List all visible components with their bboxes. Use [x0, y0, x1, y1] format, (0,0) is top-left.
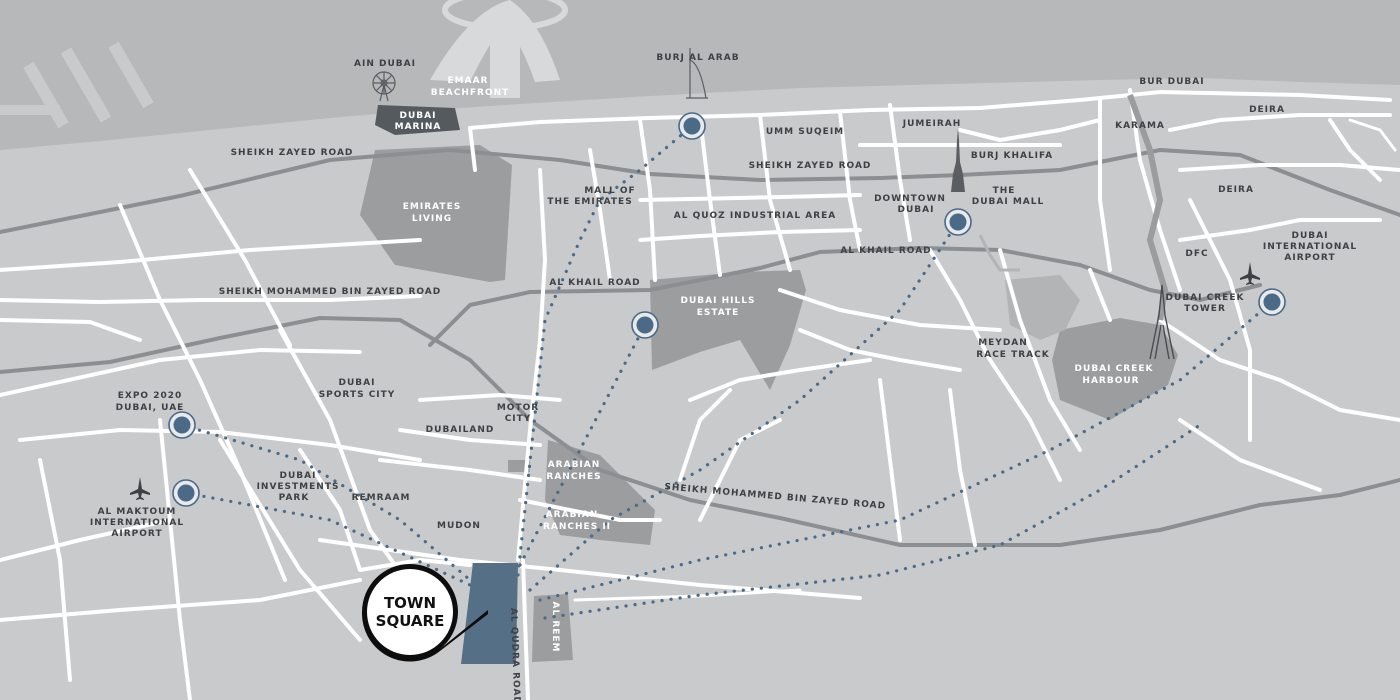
label-al-khail-road: AL KHAIL ROAD [840, 246, 931, 256]
label-dubai-creek-harbour: DUBAI CREEK [1075, 364, 1154, 374]
label-dubai-creek-tower: TOWER [1184, 304, 1226, 314]
label-dubai-international-airport: DUBAI [1292, 231, 1329, 241]
port-piers [0, 41, 154, 129]
highway-smbz-road [0, 316, 1400, 547]
place-labels: AIN DUBAI EMAAR BEACHFRONT DUBAI MARINA … [90, 53, 1357, 653]
label-dubai-international-airport: AIRPORT [1284, 253, 1335, 263]
label-al-khail-road: AL KHAIL ROAD [549, 278, 640, 288]
label-remraam: REMRAAM [352, 493, 411, 503]
label-the-dubai-mall: THE [993, 186, 1016, 196]
label-dubai-sports-city: DUBAI [339, 378, 376, 388]
label-dubai-international-airport: INTERNATIONAL [1263, 242, 1357, 252]
label-meydan-race-track: RACE TRACK [976, 350, 1049, 360]
road-al-qudra [521, 558, 530, 700]
town-square-plot [461, 563, 518, 664]
meydan-lake [1005, 275, 1080, 340]
district-emirates-living [360, 145, 512, 282]
label-expo-2020: DUBAI, UAE [116, 403, 185, 413]
label-downtown-dubai: DOWNTOWN [874, 194, 946, 204]
creek-canal [978, 234, 1020, 272]
label-dubai-hills-estate: DUBAI HILLS [681, 296, 756, 306]
label-emirates-living: LIVING [412, 214, 452, 224]
label-burj-khalifa: BURJ KHALIFA [971, 151, 1053, 161]
label-dubai-creek-harbour: HARBOUR [1082, 376, 1139, 386]
label-meydan-race-track: MEYDAN [978, 338, 1028, 348]
road-network [0, 88, 1400, 700]
label-jumeirah: JUMEIRAH [902, 119, 962, 129]
label-al-qudra-road: AL QUDRA ROAD [508, 608, 521, 700]
label-motor-city: MOTOR [497, 403, 539, 413]
highway-al-khail-road [428, 246, 1262, 347]
district-dubai-marina [375, 105, 460, 135]
label-al-maktoum-airport: INTERNATIONAL [90, 518, 184, 528]
label-dubai-hills-estate: ESTATE [697, 308, 740, 318]
label-motor-city: CITY [505, 414, 532, 424]
label-bur-dubai: BUR DUBAI [1139, 77, 1204, 87]
label-dubai-marina: MARINA [395, 122, 442, 132]
highway-sheikh-zayed-road [0, 148, 1400, 234]
label-mudon: MUDON [437, 521, 481, 531]
label-burj-al-arab: BURJ AL ARAB [656, 53, 739, 63]
label-arabian-ranches-ii: ARABIAN [546, 510, 599, 520]
district-dubai-hills-estate [650, 270, 806, 390]
label-mall-of-the-emirates: MALL OF [584, 186, 635, 196]
label-dubai-investments-park: PARK [279, 493, 310, 503]
logo-line-2: SQUARE [376, 612, 445, 630]
label-emirates-living: EMIRATES [403, 202, 461, 212]
label-dubai-investments-park: DUBAI [280, 471, 317, 481]
label-al-maktoum-airport: AL MAKTOUM [98, 507, 177, 517]
label-ain-dubai: AIN DUBAI [354, 59, 416, 69]
label-dubai-creek-tower: DUBAI CREEK [1166, 293, 1245, 303]
location-marker-icon[interactable] [678, 112, 706, 140]
map-pin-inner [367, 569, 453, 655]
burj-al-arab-icon [686, 48, 708, 99]
label-the-dubai-mall: DUBAI MALL [972, 197, 1044, 207]
label-sheikh-zayed-road: SHEIKH ZAYED ROAD [749, 161, 872, 171]
location-marker-icon[interactable] [168, 411, 196, 439]
creek-tower-icon [1149, 284, 1175, 360]
label-umm-suqeim: UMM SUQEIM [766, 127, 844, 137]
ferris-wheel-icon [372, 71, 396, 102]
label-emaar-beachfront: EMAAR [448, 76, 489, 86]
label-dubai-marina: DUBAI [400, 111, 437, 121]
label-dfc: DFC [1185, 249, 1208, 259]
label-mall-of-the-emirates: THE EMIRATES [547, 197, 632, 207]
district-al-reem [532, 594, 573, 662]
label-expo-2020: EXPO 2020 [118, 391, 183, 401]
label-arabian-ranches: ARABIAN [548, 460, 601, 470]
label-deira-2: DEIRA [1218, 185, 1254, 195]
label-al-maktoum-airport: AIRPORT [111, 529, 162, 539]
label-dubai-investments-park: INVESTMENTS [257, 482, 340, 492]
label-smbz-road: SHEIKH MOHAMMED BIN ZAYED ROAD [664, 482, 886, 511]
label-deira: DEIRA [1249, 105, 1285, 115]
district-dubai-creek-harbour [1052, 318, 1178, 420]
dubai-creek [1127, 93, 1169, 321]
label-arabian-ranches: RANCHES [546, 472, 601, 482]
palm-jumeirah [430, 0, 568, 98]
label-emaar-beachfront: BEACHFRONT [431, 88, 510, 98]
location-marker-icon[interactable] [172, 479, 200, 507]
airplane-icon [130, 477, 150, 500]
location-marker-icon[interactable] [1258, 288, 1286, 316]
burj-khalifa-icon [951, 128, 965, 192]
location-marker-icon[interactable] [631, 311, 659, 339]
label-dubai-sports-city: SPORTS CITY [319, 390, 396, 400]
label-arabian-ranches-ii: RANCHES II [543, 522, 611, 532]
label-dubailand: DUBAILAND [426, 425, 495, 435]
label-al-reem: AL REEM [550, 601, 560, 652]
label-karama: KARAMA [1115, 121, 1165, 131]
airplane-icon [1240, 262, 1260, 285]
logo-line-1: TOWN [384, 594, 436, 612]
route-lines [180, 124, 1274, 620]
label-smbz-road: SHEIKH MOHAMMED BIN ZAYED ROAD [219, 287, 441, 297]
label-al-quoz: AL QUOZ INDUSTRIAL AREA [674, 211, 837, 221]
location-marker-icon[interactable] [944, 208, 972, 236]
label-sheikh-zayed-road: SHEIKH ZAYED ROAD [231, 148, 354, 158]
label-downtown-dubai: DUBAI [898, 205, 935, 215]
map-pin-icon[interactable]: TOWN SQUARE [361, 564, 488, 662]
